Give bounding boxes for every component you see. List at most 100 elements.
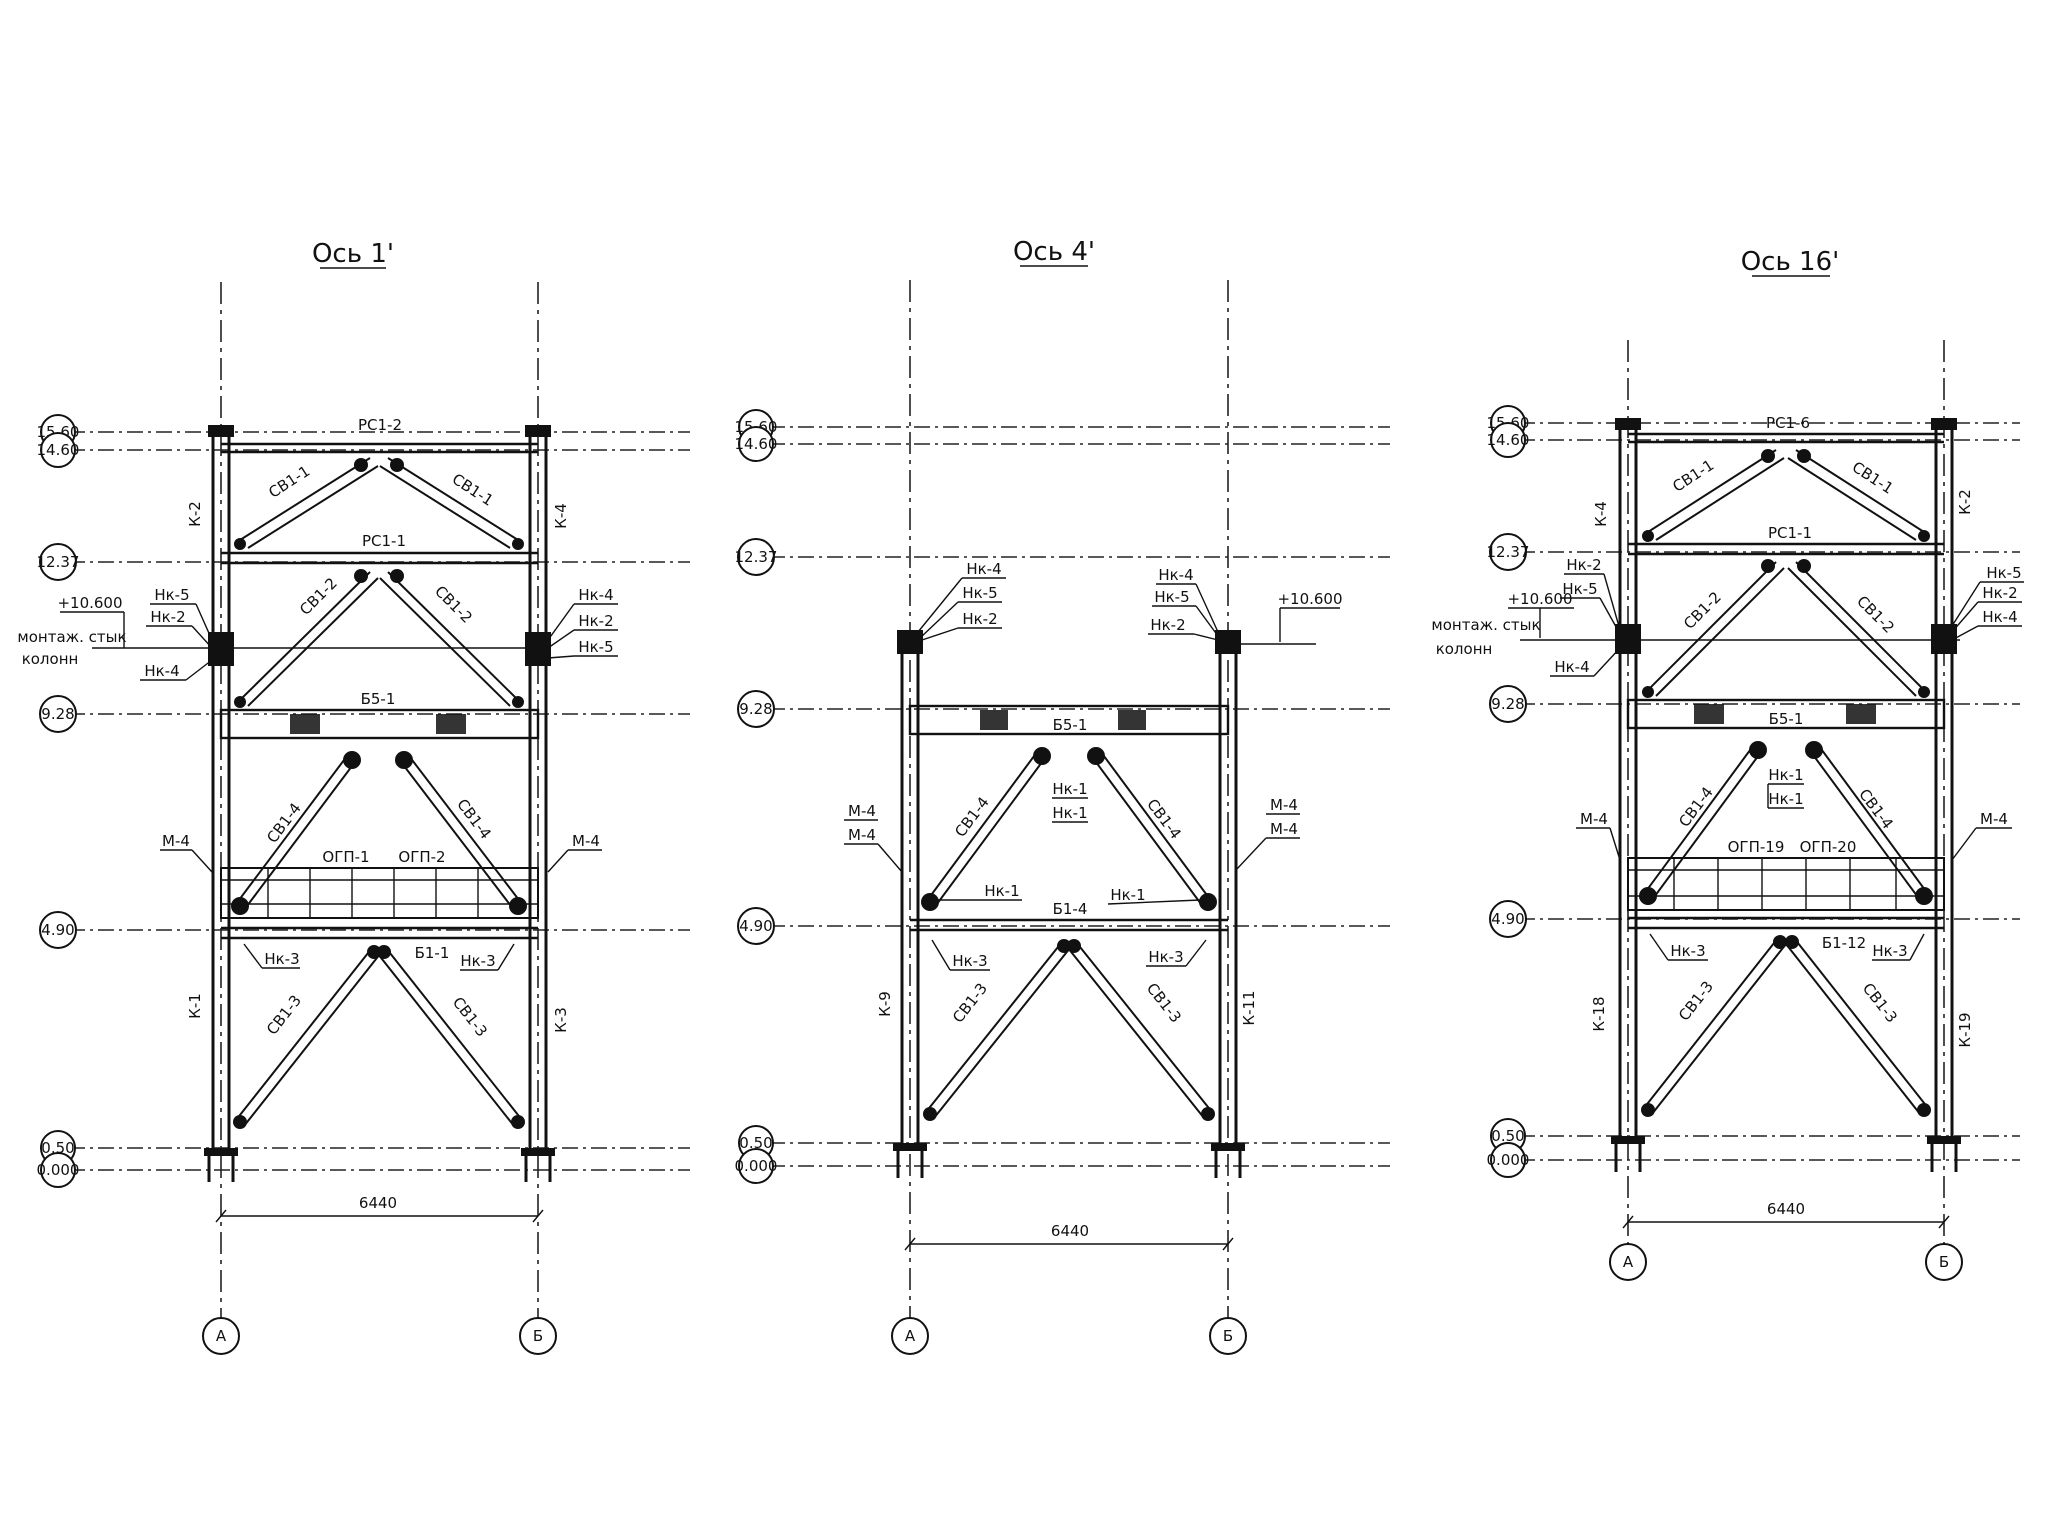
svg-text:Б1-12: Б1-12 bbox=[1822, 934, 1866, 952]
svg-text:Б1-1: Б1-1 bbox=[415, 944, 450, 962]
svg-text:0.000: 0.000 bbox=[735, 1157, 778, 1175]
svg-text:Нк-3: Нк-3 bbox=[1670, 942, 1705, 960]
svg-text:К-4: К-4 bbox=[1592, 501, 1610, 527]
braces bbox=[231, 457, 527, 1129]
svg-text:М-4: М-4 bbox=[1980, 810, 2008, 828]
svg-text:0.000: 0.000 bbox=[1487, 1151, 1530, 1169]
columns bbox=[893, 630, 1245, 1178]
svg-text:монтаж. стык: монтаж. стык bbox=[1431, 616, 1540, 634]
svg-text:Нк-4: Нк-4 bbox=[966, 560, 1001, 578]
svg-text:0.50: 0.50 bbox=[739, 1134, 772, 1152]
dimension-line: 6440 bbox=[904, 1222, 1234, 1251]
axis-bubble: А Б bbox=[1609, 1243, 1963, 1281]
svg-text:К-19: К-19 bbox=[1956, 1012, 1974, 1047]
svg-text:М-4: М-4 bbox=[572, 832, 600, 850]
svg-text:14.60: 14.60 bbox=[735, 435, 778, 453]
svg-text:М-4: М-4 bbox=[848, 802, 876, 820]
svg-text:6440: 6440 bbox=[1051, 1222, 1089, 1240]
svg-text:К-2: К-2 bbox=[1956, 489, 1974, 515]
svg-text:Б: Б bbox=[1223, 1327, 1233, 1345]
svg-text:А: А bbox=[905, 1327, 916, 1345]
svg-text:К-2: К-2 bbox=[186, 501, 204, 527]
level-marker: 15.60 14.60 12.37 9.28 4.90 0.50 0.000 bbox=[1487, 405, 1530, 1178]
svg-text:Б: Б bbox=[1939, 1253, 1949, 1271]
svg-text:Нк-3: Нк-3 bbox=[460, 952, 495, 970]
svg-text:6440: 6440 bbox=[1767, 1200, 1805, 1218]
svg-text:РС1-2: РС1-2 bbox=[358, 416, 402, 434]
svg-text:12.37: 12.37 bbox=[37, 553, 80, 571]
beams bbox=[1626, 432, 1946, 930]
svg-text:Нк-1: Нк-1 bbox=[1052, 780, 1087, 798]
axis-bubble: А Б bbox=[891, 1317, 1247, 1355]
svg-text:К-1: К-1 bbox=[186, 993, 204, 1019]
svg-text:ОГП-19: ОГП-19 bbox=[1728, 838, 1785, 856]
svg-text:Нк-3: Нк-3 bbox=[1148, 948, 1183, 966]
svg-text:Нк-2: Нк-2 bbox=[1982, 584, 2017, 602]
svg-text:14.60: 14.60 bbox=[1487, 431, 1530, 449]
elevation-axis-4: Ось 4' 15.60 14.60 12.37 9.28 4.90 0.50 … bbox=[735, 237, 1390, 1355]
svg-text:4.90: 4.90 bbox=[1491, 910, 1524, 928]
svg-text:Нк-5: Нк-5 bbox=[1154, 588, 1189, 606]
svg-text:М-4: М-4 bbox=[1270, 820, 1298, 838]
svg-text:+10.600: +10.600 bbox=[1277, 590, 1342, 608]
svg-text:Нк-4: Нк-4 bbox=[578, 586, 613, 604]
elevation-title: Ось 16' bbox=[1741, 247, 1840, 277]
svg-text:6440: 6440 bbox=[359, 1194, 397, 1212]
svg-text:Нк-3: Нк-3 bbox=[264, 950, 299, 968]
level-marker: 15.60 14.60 12.37 9.28 4.90 0.50 0.000 bbox=[735, 409, 778, 1184]
svg-text:9.28: 9.28 bbox=[1491, 695, 1524, 713]
svg-text:М-4: М-4 bbox=[1580, 810, 1608, 828]
svg-text:Б1-4: Б1-4 bbox=[1053, 900, 1088, 918]
columns bbox=[1611, 418, 1961, 1172]
svg-text:Нк-2: Нк-2 bbox=[1150, 616, 1185, 634]
svg-text:РС1-1: РС1-1 bbox=[1768, 524, 1812, 542]
svg-text:М-4: М-4 bbox=[162, 832, 190, 850]
svg-text:Нк-5: Нк-5 bbox=[962, 584, 997, 602]
svg-text:9.28: 9.28 bbox=[739, 700, 772, 718]
svg-text:монтаж. стык: монтаж. стык bbox=[17, 628, 126, 646]
beams bbox=[219, 442, 540, 940]
svg-text:Нк-4: Нк-4 bbox=[1982, 608, 2017, 626]
svg-text:А: А bbox=[216, 1327, 227, 1345]
elevation-title: Ось 1' bbox=[312, 239, 394, 269]
dimension-line: 6440 bbox=[1622, 1200, 1950, 1229]
svg-text:Б: Б bbox=[533, 1327, 543, 1345]
svg-text:0.50: 0.50 bbox=[1491, 1127, 1524, 1145]
svg-text:ОГП-1: ОГП-1 bbox=[322, 848, 369, 866]
svg-text:К-4: К-4 bbox=[552, 503, 570, 529]
svg-text:К-3: К-3 bbox=[552, 1007, 570, 1033]
svg-text:0.000: 0.000 bbox=[37, 1161, 80, 1179]
svg-text:РС1-6: РС1-6 bbox=[1766, 414, 1810, 432]
svg-text:Нк-2: Нк-2 bbox=[1566, 556, 1601, 574]
svg-text:Нк-2: Нк-2 bbox=[150, 608, 185, 626]
svg-text:Нк-5: Нк-5 bbox=[1986, 564, 2021, 582]
svg-text:Нк-3: Нк-3 bbox=[1872, 942, 1907, 960]
svg-text:колонн: колонн bbox=[1436, 640, 1493, 658]
svg-text:Нк-2: Нк-2 bbox=[962, 610, 997, 628]
svg-text:Нк-5: Нк-5 bbox=[578, 638, 613, 656]
svg-text:12.37: 12.37 bbox=[1487, 543, 1530, 561]
svg-text:4.90: 4.90 bbox=[41, 921, 74, 939]
svg-text:14.60: 14.60 bbox=[37, 441, 80, 459]
svg-text:9.28: 9.28 bbox=[41, 705, 74, 723]
svg-text:М-4: М-4 bbox=[1270, 796, 1298, 814]
svg-text:Б5-1: Б5-1 bbox=[1769, 710, 1804, 728]
svg-text:Нк-5: Нк-5 bbox=[1562, 580, 1597, 598]
svg-text:К-9: К-9 bbox=[876, 991, 894, 1017]
svg-text:0.50: 0.50 bbox=[41, 1139, 74, 1157]
svg-text:Нк-5: Нк-5 bbox=[154, 586, 189, 604]
svg-text:К-18: К-18 bbox=[1590, 996, 1608, 1031]
svg-text:РС1-1: РС1-1 bbox=[362, 532, 406, 550]
braces bbox=[921, 747, 1217, 1121]
svg-text:Нк-1: Нк-1 bbox=[984, 882, 1019, 900]
svg-text:К-11: К-11 bbox=[1240, 990, 1258, 1025]
elevation-title: Ось 4' bbox=[1013, 237, 1095, 267]
svg-text:+10.600: +10.600 bbox=[1507, 590, 1572, 608]
svg-text:А: А bbox=[1623, 1253, 1634, 1271]
svg-text:Нк-1: Нк-1 bbox=[1110, 886, 1145, 904]
svg-text:Б5-1: Б5-1 bbox=[361, 690, 396, 708]
svg-text:Нк-4: Нк-4 bbox=[1554, 658, 1589, 676]
svg-text:Нк-4: Нк-4 bbox=[144, 662, 179, 680]
axis-bubble: А Б bbox=[202, 1317, 557, 1355]
